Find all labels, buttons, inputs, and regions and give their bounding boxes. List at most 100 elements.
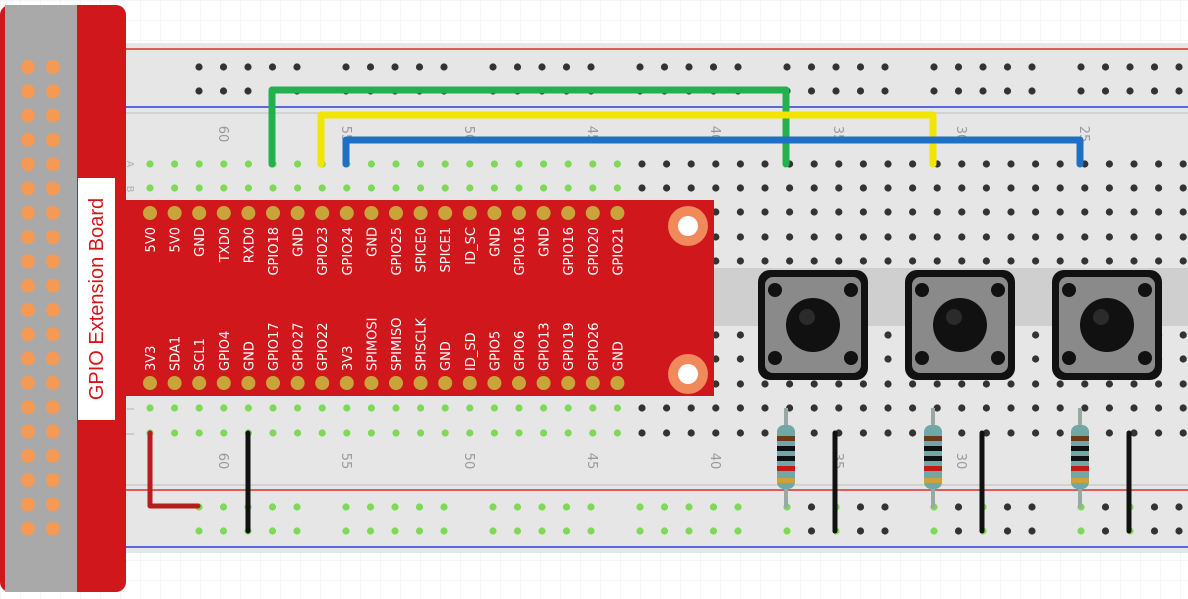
breadboard-hole [318,429,326,437]
breadboard-hole [1007,257,1015,265]
breadboard-hole [244,184,252,192]
breadboard-hole [884,380,892,388]
breadboard-hole [982,160,991,168]
cobbler-pad-top [389,206,403,220]
rail-hole [513,503,522,511]
push-button-cap [1080,298,1134,352]
breadboard-hole [835,257,843,265]
breadboard-hole [933,208,941,216]
rail-hole [709,527,718,535]
row-letter: J [124,432,135,436]
breadboard-hole [1007,380,1015,388]
cobbler-pad-top [339,206,354,220]
wire-red [147,430,201,509]
rail-hole [1175,527,1183,535]
breadboard-hole [1179,208,1187,216]
breadboard-hole [909,184,917,192]
breadboard-hole [663,404,671,412]
rail-hole [1003,87,1012,95]
breadboard-hole [146,184,154,192]
resistor-band [777,456,795,461]
breadboard-hole [761,208,769,216]
breadboard-hole [982,184,991,192]
rail-hole [587,527,595,535]
breadboard-hole [490,160,498,168]
lower-column-number: 45 [584,453,599,470]
breadboard-hole [958,429,966,437]
breadboard-hole [982,429,991,437]
upper-column-number: 60 [215,126,230,143]
rail-hole [1003,63,1012,71]
rail-hole [856,63,865,71]
breadboard-hole [1056,429,1064,437]
breadboard-hole [786,208,794,216]
cobbler-pad-bottom [389,376,403,390]
push-button-corner [991,351,1005,365]
breadboard-hole [1105,429,1113,437]
breadboard-hole [884,331,892,339]
breadboard-hole [638,184,646,192]
cobbler-pad-top [364,206,379,220]
breadboard-hole [1105,380,1113,388]
breadboard-hole [786,184,794,192]
breadboard-hole [1007,184,1015,192]
breadboard-hole [343,429,351,437]
breadboard-hole [1155,208,1163,216]
rail-hole [1150,503,1159,511]
header-pin [21,351,35,366]
rail-hole [1175,503,1183,511]
lower-column-number: 60 [215,453,230,470]
breadboard-hole [540,184,548,192]
cobbler-pin-label-bottom: GPIO6 [513,331,528,371]
breadboard-hole [1007,233,1015,241]
cobbler-pad-bottom [339,376,354,390]
rail-hole [881,87,889,95]
breadboard-hole [835,380,843,388]
push-button-corner [844,283,858,297]
cobbler-pin-label-top: GND [538,227,553,257]
breadboard-hole [835,184,843,192]
cobbler-pad-top [315,206,330,220]
cobbler-pin-label-top: GPIO24 [341,227,356,276]
cobbler-pin-label-top: GPIO23 [316,227,331,276]
wire-blue [342,136,1084,168]
breadboard-hole [564,429,572,437]
rail-hole [219,527,228,535]
mount-hole-bottom-center [678,364,698,384]
cobbler-pad-top [413,206,428,220]
rail-hole [1028,87,1036,95]
breadboard-hole [195,404,203,412]
breadboard-hole [736,184,745,192]
rail-hole [930,527,938,535]
breadboard-hole [1105,208,1113,216]
cobbler-pin-label-bottom: GPIO4 [218,331,233,371]
breadboard-hole [884,184,892,192]
rail-hole [783,63,791,71]
breadboard-hole [318,184,326,192]
header-pin [46,473,60,488]
wires [147,86,1132,534]
rail-hole [954,503,963,511]
breadboard-hole [909,380,917,388]
cobbler-pad-top [241,206,256,220]
cobbler-pin-label-top: GND [193,227,208,257]
push-button-corner [1062,351,1076,365]
breadboard-hole [909,429,917,437]
rail-hole [636,63,644,71]
breadboard-hole [909,233,917,241]
breadboard-hole [1179,184,1187,192]
breadboard-hole [441,184,449,192]
header-pin [46,157,60,172]
breadboard-hole [933,380,941,388]
breadboard-hole [810,160,818,168]
rail-hole [807,503,816,511]
cobbler-pad-bottom [216,376,231,390]
breadboard-hole [1007,404,1015,412]
breadboard-hole [982,404,991,412]
breadboard-hole [343,404,351,412]
breadboard-hole [220,160,228,168]
breadboard-hole [810,208,818,216]
breadboard-hole [1056,208,1064,216]
breadboard-hole [540,160,548,168]
breadboard-hole [663,160,671,168]
